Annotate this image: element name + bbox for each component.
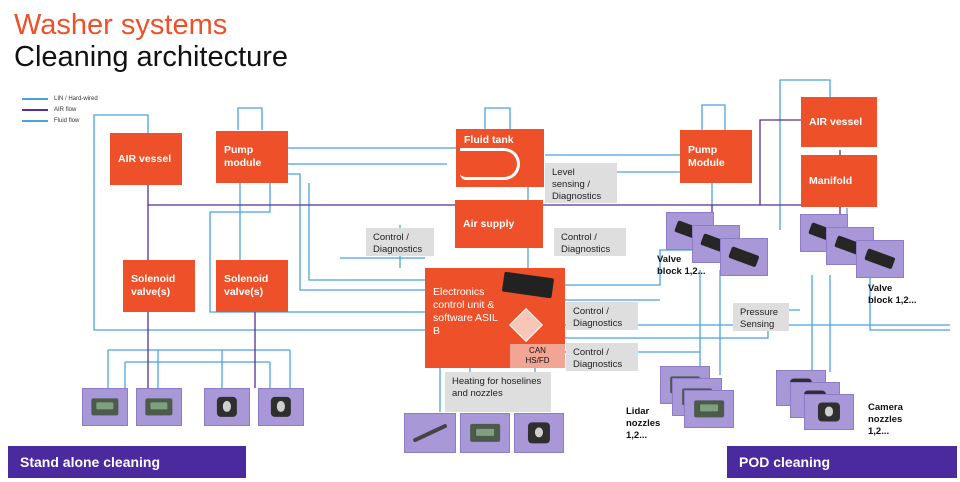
legend-swatch xyxy=(22,98,48,100)
air-vessel-left-box: AIR vessel xyxy=(110,133,182,185)
legend-label: LIN / Hard-wired xyxy=(54,96,98,102)
lidar-nozzles-label: Lidar nozzles 1,2... xyxy=(626,406,661,441)
pressure-sensing-label: Pressure Sensing xyxy=(733,303,789,331)
control-diag-ecu1-label: Control / Diagnostics xyxy=(566,302,638,330)
manifold-box: Manifold xyxy=(801,155,877,207)
title-line1: Washer systems xyxy=(14,9,228,41)
solenoid-valve-2-box: Solenoid valve(s) xyxy=(216,260,288,312)
title-line2: Cleaning architecture xyxy=(14,41,289,73)
valve-icon xyxy=(728,246,760,268)
nozzle-device xyxy=(82,388,128,426)
control-diag-left-label: Control / Diagnostics xyxy=(366,228,434,256)
hose-icon xyxy=(412,423,448,443)
ecu-label: Electronics control unit & software ASIL… xyxy=(433,286,498,337)
can-badge: CAN HS/FD xyxy=(510,344,565,368)
camera-icon xyxy=(817,402,841,422)
valve-block-device xyxy=(856,240,904,278)
level-sensing-label: Level sensing / Diagnostics xyxy=(545,163,617,203)
pump-module-left-box: Pump module xyxy=(216,131,288,183)
control-diag-right-label: Control / Diagnostics xyxy=(554,228,626,256)
air-vessel-right-box: AIR vessel xyxy=(801,97,877,147)
camera-nozzle-device xyxy=(514,413,564,453)
stand-alone-banner: Stand alone cleaning xyxy=(8,446,246,478)
nozzle-device xyxy=(460,413,510,453)
legend-item: LIN / Hard-wired xyxy=(22,94,98,104)
fluid-tank-label: Fluid tank xyxy=(464,134,514,146)
pump-module-right-box: Pump Module xyxy=(680,130,752,183)
camera-nozzle-device xyxy=(204,388,250,426)
heating-label: Heating for hoselines and nozzles xyxy=(445,372,551,412)
legend-item: Fluid flow xyxy=(22,116,98,126)
camera-icon xyxy=(216,396,238,418)
can-line2: HS/FD xyxy=(525,356,550,365)
valve-block-1-label: Valve block 1,2... xyxy=(657,254,706,277)
lidar-nozzle-device xyxy=(684,390,734,428)
solenoid-valve-1-box: Solenoid valve(s) xyxy=(123,260,195,312)
legend-item: AIR flow xyxy=(22,105,98,115)
nozzle-icon xyxy=(91,398,119,416)
hoseline-device xyxy=(404,413,456,453)
camera-nozzle-device xyxy=(804,394,854,430)
camera-icon xyxy=(527,422,551,444)
valve-block-device xyxy=(720,238,768,276)
valve-block-2-label: Valve block 1,2... xyxy=(868,283,917,306)
legend-label: AIR flow xyxy=(54,107,77,113)
nozzle-device xyxy=(136,388,182,426)
control-diag-ecu2-label: Control / Diagnostics xyxy=(566,343,638,371)
nozzle-icon xyxy=(145,398,173,416)
pod-banner: POD cleaning xyxy=(727,446,957,478)
camera-nozzle-device xyxy=(258,388,304,426)
camera-icon xyxy=(270,396,292,418)
nozzle-icon xyxy=(470,423,500,443)
legend-swatch xyxy=(22,109,48,111)
air-supply-box: Air supply xyxy=(455,200,543,248)
valve-icon xyxy=(864,248,896,270)
camera-nozzles-label: Camera nozzles 1,2... xyxy=(868,402,903,437)
lidar-icon xyxy=(694,400,724,418)
fluid-tank-icon xyxy=(460,148,520,180)
can-line1: CAN xyxy=(529,346,546,355)
legend-swatch xyxy=(22,120,48,122)
legend-label: Fluid flow xyxy=(54,118,80,124)
legend: LIN / Hard-wired AIR flow Fluid flow xyxy=(22,94,98,127)
